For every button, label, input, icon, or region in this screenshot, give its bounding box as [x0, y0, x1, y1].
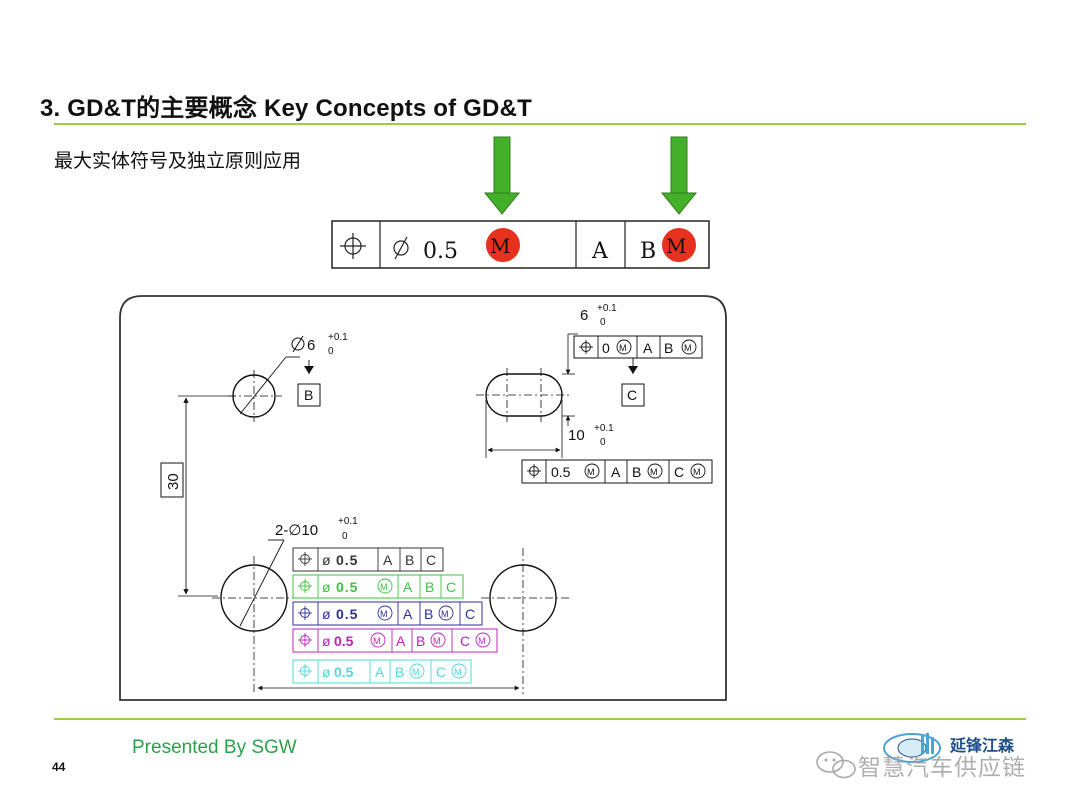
footer-divider — [54, 718, 1026, 720]
callout-datum-a: A — [591, 239, 609, 264]
svg-text:ø: ø — [322, 633, 331, 649]
svg-text:30: 30 — [165, 473, 182, 490]
position-icon — [527, 464, 541, 478]
svg-text:M: M — [684, 343, 692, 353]
callout-diameter-value: 0.5 — [423, 239, 458, 264]
svg-text:C: C — [446, 579, 456, 595]
svg-text:A: A — [611, 464, 621, 480]
company-logo-icon — [883, 733, 941, 763]
arrow-down-icon — [483, 136, 521, 215]
position-frame: ø 0.5 M A B C — [292, 574, 464, 599]
position-frame-stack: ø 0.5 A B C ø 0.5 M A B C — [292, 547, 498, 684]
svg-text:0.5: 0.5 — [336, 606, 358, 622]
position-icon — [340, 233, 366, 259]
svg-text:A: A — [396, 633, 406, 649]
svg-text:ø: ø — [322, 552, 331, 568]
svg-text:ø: ø — [322, 664, 331, 680]
svg-text:B: B — [425, 579, 434, 595]
svg-text:M: M — [650, 467, 658, 477]
svg-text:6: 6 — [580, 307, 588, 324]
slot-datum-c: 6 +0.1 0 0 M A B M C 10 +0.1 0 — [476, 303, 713, 484]
svg-text:M: M — [454, 667, 462, 677]
svg-text:M: M — [373, 636, 381, 646]
svg-text:B: B — [304, 387, 313, 403]
position-frame: ø 0.5 A B M C M — [292, 659, 472, 684]
svg-text:A: A — [375, 664, 385, 680]
diameter-icon — [393, 236, 409, 260]
svg-text:M: M — [441, 609, 449, 619]
svg-text:C: C — [627, 387, 637, 403]
svg-text:+0.1: +0.1 — [338, 516, 358, 527]
svg-text:M: M — [433, 636, 441, 646]
feature-control-frame-callout: 0.5 M A B M — [331, 220, 710, 269]
svg-text:C: C — [460, 633, 470, 649]
page-number: 44 — [52, 760, 66, 774]
svg-text:B: B — [632, 464, 641, 480]
svg-text:0.5: 0.5 — [336, 579, 358, 595]
hole-datum-b: 6 +0.1 0 B — [178, 332, 348, 422]
svg-text:6: 6 — [307, 337, 315, 354]
svg-text:0: 0 — [342, 531, 348, 542]
svg-text:B: B — [424, 606, 433, 622]
svg-text:0.5: 0.5 — [334, 664, 354, 680]
svg-text:M: M — [380, 609, 388, 619]
svg-text:M: M — [587, 467, 595, 477]
position-frame: ø 0.5 A B C — [292, 547, 444, 572]
svg-text:0: 0 — [600, 317, 606, 328]
svg-text:A: A — [643, 340, 653, 356]
company-logo-text: 延锋江森 — [950, 736, 1015, 755]
position-frame: ø 0.5 M A B M C — [292, 601, 483, 626]
svg-text:C: C — [426, 552, 436, 568]
callout-datum-b-mmc: M — [666, 234, 686, 258]
svg-text:C: C — [465, 606, 475, 622]
arrow-down-icon — [660, 136, 698, 215]
presenter-credit: Presented By SGW — [132, 737, 297, 758]
mmc-highlight-icon — [662, 228, 696, 262]
callout-datum-b: B — [640, 239, 656, 264]
wechat-watermark-icon — [816, 751, 856, 779]
svg-text:0: 0 — [328, 346, 334, 357]
slide-title: 3. GD&T的主要概念 Key Concepts of GD&T — [40, 95, 532, 122]
svg-text:M: M — [380, 582, 388, 592]
position-frame: ø 0.5 M A B M C M — [292, 628, 498, 653]
position-icon — [579, 340, 593, 354]
svg-text:0.5: 0.5 — [551, 464, 571, 480]
svg-text:+0.1: +0.1 — [597, 303, 617, 314]
part-outline — [119, 295, 727, 701]
svg-text:+0.1: +0.1 — [328, 332, 348, 343]
svg-text:C: C — [436, 664, 446, 680]
svg-text:ø: ø — [322, 606, 331, 622]
svg-text:2-∅10: 2-∅10 — [275, 522, 318, 539]
vertical-dimension-30: 30 — [160, 397, 218, 597]
callout-mmc: M — [490, 234, 510, 258]
svg-text:10: 10 — [568, 427, 585, 444]
bottom-holes: 2-∅10 +0.1 0 — [212, 516, 570, 694]
svg-text:M: M — [412, 667, 420, 677]
svg-text:A: A — [403, 579, 413, 595]
watermark-text: 智慧汽车供应链 — [858, 755, 1026, 781]
mmc-highlight-icon — [486, 228, 520, 262]
svg-text:B: B — [664, 340, 673, 356]
svg-text:0.5: 0.5 — [336, 552, 358, 568]
svg-text:A: A — [403, 606, 413, 622]
svg-text:0.5: 0.5 — [334, 633, 354, 649]
svg-text:ø: ø — [322, 579, 331, 595]
slide-subtitle: 最大实体符号及独立原则应用 — [54, 150, 302, 172]
svg-text:M: M — [693, 467, 701, 477]
svg-text:0: 0 — [602, 340, 610, 356]
svg-text:M: M — [478, 636, 486, 646]
svg-text:B: B — [416, 633, 425, 649]
svg-text:0: 0 — [600, 437, 606, 448]
svg-text:C: C — [674, 464, 684, 480]
diameter-icon — [291, 335, 305, 353]
title-divider — [54, 123, 1026, 125]
svg-text:M: M — [619, 343, 627, 353]
svg-text:B: B — [405, 552, 414, 568]
svg-text:+0.1: +0.1 — [594, 423, 614, 434]
svg-text:B: B — [395, 664, 404, 680]
svg-text:A: A — [383, 552, 393, 568]
